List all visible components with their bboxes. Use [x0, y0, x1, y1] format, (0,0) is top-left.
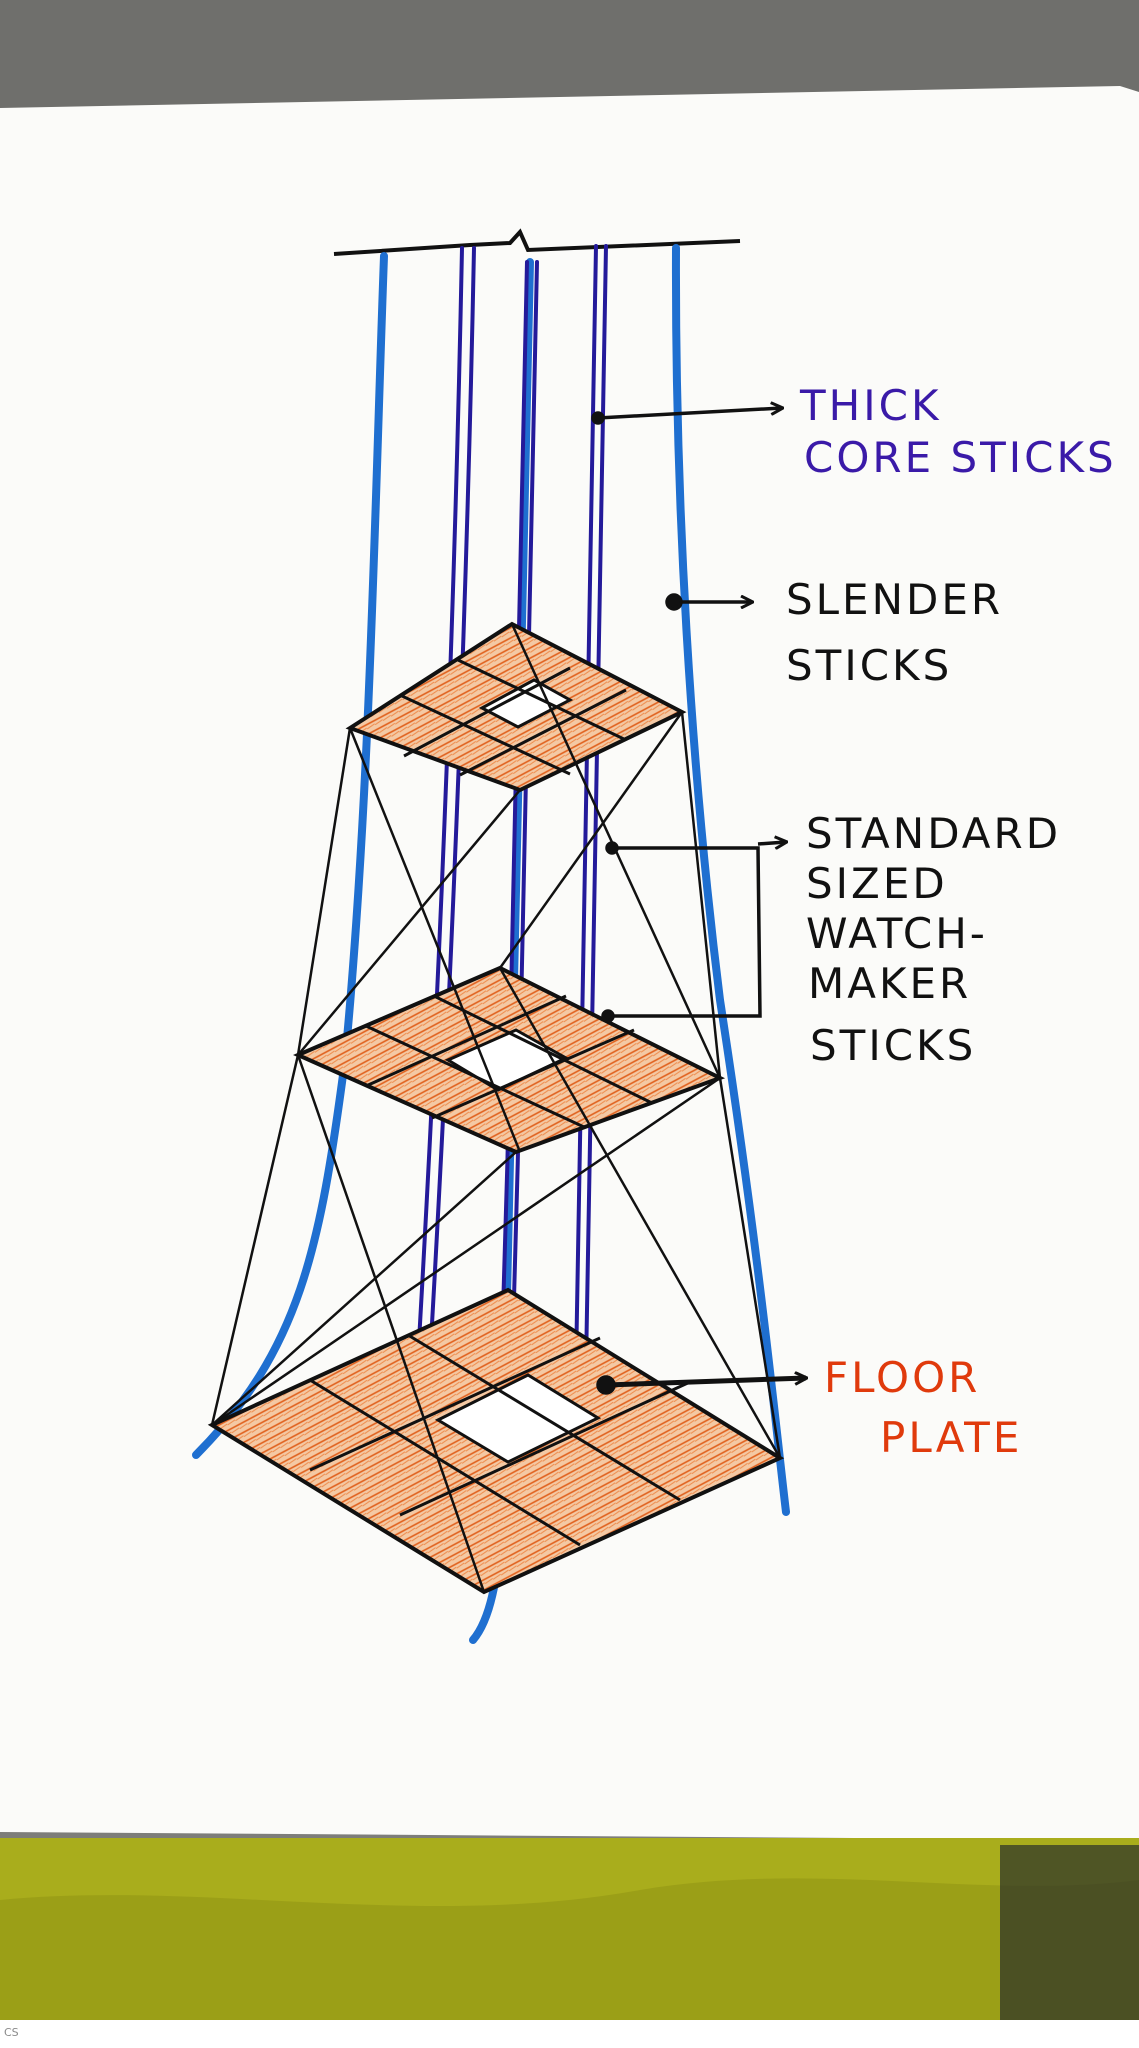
label-standard-3: WATCH- [806, 909, 988, 958]
scanner-watermark: CS [4, 2026, 19, 2039]
label-slender-2: STICKS [786, 641, 952, 690]
label-floor-2: PLATE [880, 1413, 1022, 1462]
label-thick-core-1: THICK [799, 381, 942, 430]
label-standard-1: STANDARD [806, 809, 1061, 858]
label-standard-5: STICKS [810, 1021, 976, 1070]
label-floor-1: FLOOR [824, 1353, 980, 1402]
label-standard-2: SIZED [806, 859, 948, 908]
label-slender-1: SLENDER [786, 575, 1003, 624]
label-thick-core-2: CORE STICKS [804, 433, 1117, 482]
label-standard-4: MAKER [808, 959, 971, 1008]
